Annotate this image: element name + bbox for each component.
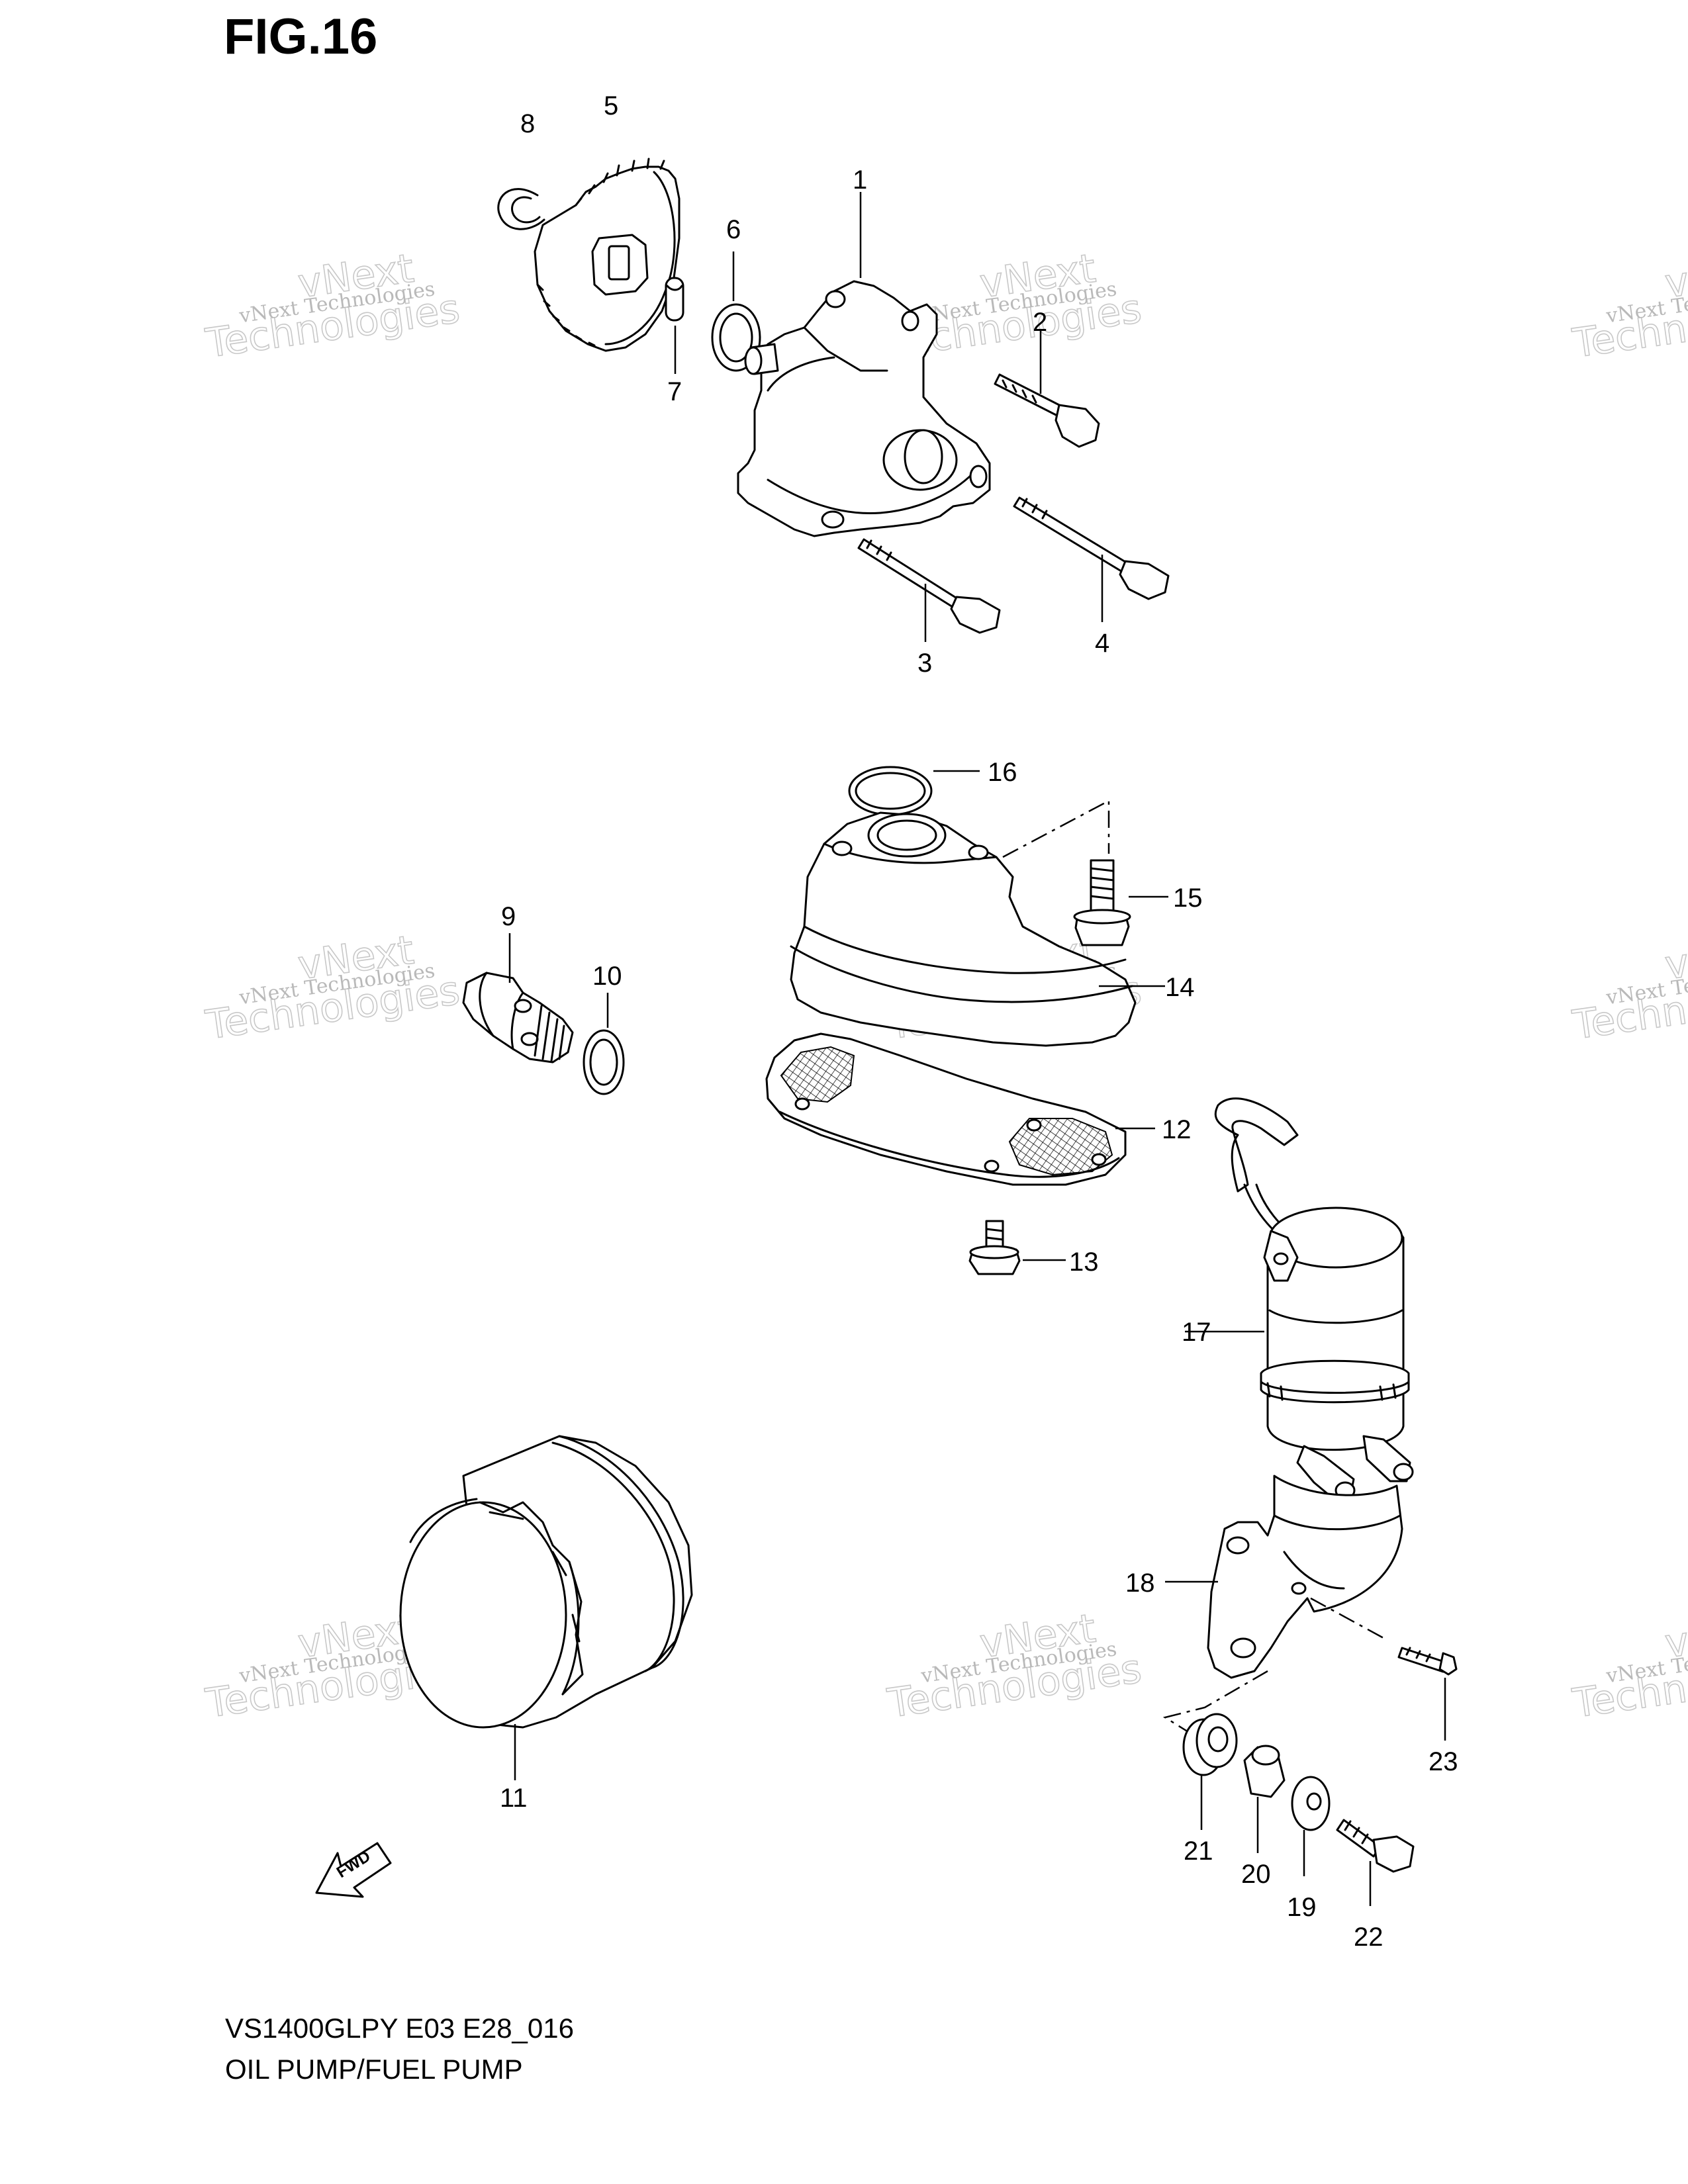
- callout-19: 19: [1287, 1893, 1317, 1922]
- part-18-bracket: [1165, 1475, 1403, 1679]
- figure-title: FIG.16: [224, 9, 378, 65]
- callout-10: 10: [592, 962, 622, 991]
- part-3-bolt: [857, 538, 1001, 642]
- callout-labels: 1 2 3 4 5 6 7 8 9 10 11 12 13 14 15 16 1…: [500, 91, 1458, 1952]
- callout-13: 13: [1069, 1248, 1099, 1277]
- callout-23: 23: [1429, 1747, 1458, 1776]
- watermark: vNext Technologies vNext Technologies: [1569, 1605, 1688, 1728]
- watermark: vNext Technologies vNext Technologies: [1569, 927, 1688, 1050]
- part-4-bolt: [1013, 496, 1170, 622]
- watermark: vNext Technologies vNext Technologies: [202, 927, 463, 1050]
- part-13-bolt: [968, 1220, 1066, 1275]
- part-10-gasket: [583, 993, 625, 1095]
- callout-15: 15: [1173, 884, 1203, 913]
- part-14-oil-pan: [790, 811, 1165, 1047]
- part-7-pin: [665, 277, 684, 374]
- part-23-screw: [1310, 1597, 1458, 1741]
- part-1-oil-pump: [737, 192, 991, 537]
- part-15-bolt: [1002, 799, 1168, 946]
- callout-12: 12: [1162, 1115, 1192, 1144]
- callout-9: 9: [501, 902, 516, 931]
- callout-21: 21: [1184, 1837, 1213, 1866]
- callout-14: 14: [1165, 973, 1195, 1002]
- part-19-washer: [1291, 1776, 1331, 1876]
- part-16-o-ring: [848, 766, 980, 816]
- part-8-circlip: [497, 188, 545, 230]
- callout-7: 7: [667, 377, 682, 406]
- callout-22: 22: [1354, 1923, 1383, 1952]
- callout-3: 3: [917, 649, 932, 678]
- callout-1: 1: [853, 165, 867, 195]
- callout-16: 16: [988, 758, 1017, 787]
- fwd-arrow-icon: FWD: [315, 1842, 392, 1898]
- watermark: vNext Technologies vNext Technologies: [1569, 245, 1688, 368]
- watermark: vNext Technologies vNext Technologies: [884, 1605, 1145, 1728]
- callout-8: 8: [520, 109, 535, 138]
- part-9-oil-pressure-switch: [462, 933, 574, 1064]
- callout-5: 5: [604, 91, 618, 120]
- caption-section-name: OIL PUMP/FUEL PUMP: [225, 2054, 523, 2085]
- callout-6: 6: [726, 215, 741, 244]
- caption-model-code: VS1400GLPY E03 E28_016: [225, 2013, 574, 2044]
- part-20-collar: [1243, 1745, 1286, 1853]
- part-22-bolt: [1336, 1819, 1415, 1906]
- part-2-bolt: [994, 331, 1100, 448]
- part-17-fuel-pump: [1185, 1097, 1414, 1500]
- callout-17: 17: [1182, 1318, 1211, 1347]
- callout-11: 11: [500, 1784, 528, 1813]
- callout-4: 4: [1095, 629, 1109, 658]
- part-5-drive-gear: [534, 158, 680, 352]
- part-21-grommet: [1182, 1713, 1238, 1830]
- callout-18: 18: [1125, 1569, 1155, 1598]
- watermark: vNext Technologies vNext Technologies: [202, 245, 463, 368]
- part-11-oil-filter: [399, 1435, 693, 1780]
- callout-2: 2: [1033, 308, 1047, 337]
- callout-20: 20: [1241, 1860, 1271, 1889]
- part-12-oil-strainer: [765, 1032, 1155, 1186]
